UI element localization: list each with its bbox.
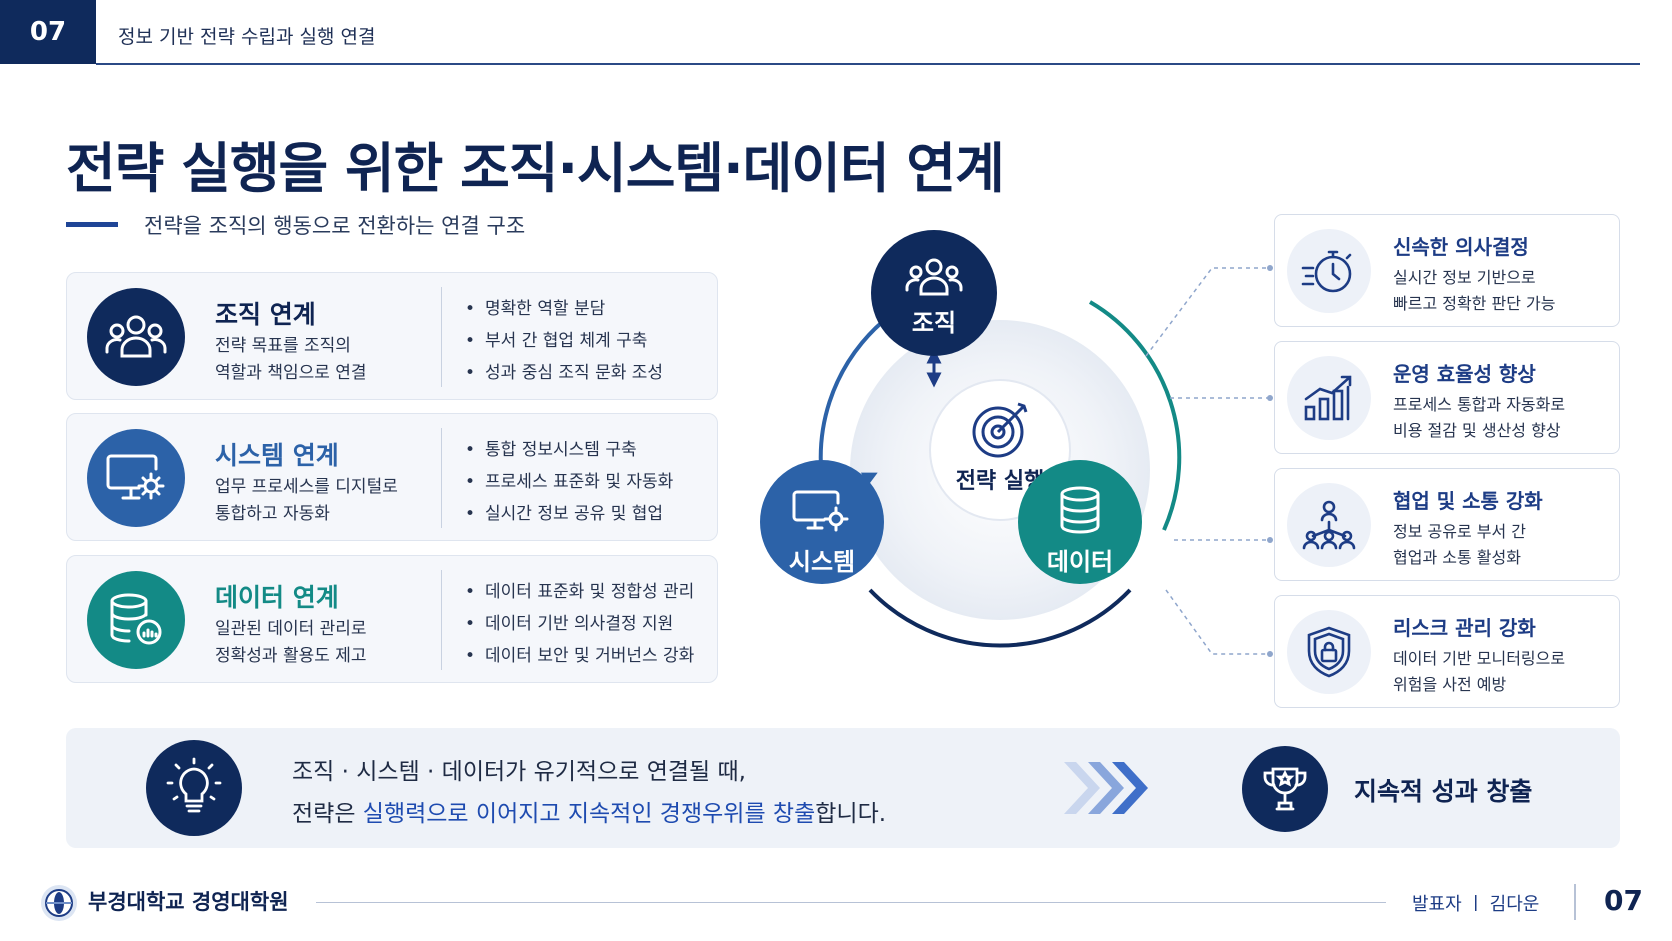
linkage-diagram: 전략 실행 조직 시스템 bbox=[760, 230, 1260, 670]
benefit-title: 운영 효율성 향상 bbox=[1393, 362, 1536, 386]
monitor-gear-icon bbox=[87, 429, 185, 527]
linkage-description: 일관된 데이터 관리로 정확성과 활용도 제고 bbox=[215, 619, 367, 666]
bullet-item: 프로세스 표준화 및 자동화 bbox=[465, 466, 673, 498]
section-title: 정보 기반 전략 수립과 실행 연결 bbox=[118, 26, 376, 48]
linkage-description: 업무 프로세스를 디지털로 통합하고 자동화 bbox=[215, 477, 398, 524]
footer-divider bbox=[316, 902, 1386, 903]
bullet-item: 데이터 기반 의사결정 지원 bbox=[465, 608, 694, 640]
result-label: 지속적 성과 창출 bbox=[1354, 777, 1533, 806]
benefit-title: 신속한 의사결정 bbox=[1393, 235, 1529, 259]
footer-separator bbox=[1574, 884, 1576, 920]
shield-lock-icon bbox=[1287, 610, 1371, 694]
chevron-right-icon bbox=[1062, 760, 1152, 820]
benefit-description: 실시간 정보 기반으로 빠르고 정확한 판단 가능 bbox=[1393, 268, 1556, 313]
target-icon bbox=[972, 402, 1028, 458]
linkage-title: 조직 연계 bbox=[215, 300, 316, 329]
growth-chart-icon bbox=[1287, 356, 1371, 440]
page-subtitle: 전략을 조직의 행동으로 전환하는 연결 구조 bbox=[144, 214, 526, 238]
node-system: 시스템 bbox=[760, 460, 884, 584]
card-divider bbox=[441, 570, 442, 670]
university-name: 부경대학교 경영대학원 bbox=[88, 890, 289, 914]
benefit-title: 협업 및 소통 강화 bbox=[1393, 489, 1543, 513]
benefit-description: 정보 공유로 부서 간 협업과 소통 활성화 bbox=[1393, 522, 1527, 567]
database-icon bbox=[87, 571, 185, 669]
card-divider bbox=[441, 287, 442, 387]
benefit-card-efficiency: 운영 효율성 향상 프로세스 통합과 자동화로 비용 절감 및 생산성 향상 bbox=[1274, 341, 1620, 454]
bullet-item: 부서 간 협업 체계 구축 bbox=[465, 325, 663, 357]
bullet-item: 데이터 보안 및 거버넌스 강화 bbox=[465, 640, 694, 672]
bullet-item: 성과 중심 조직 문화 조성 bbox=[465, 357, 663, 389]
benefit-description: 프로세스 통합과 자동화로 비용 절감 및 생산성 향상 bbox=[1393, 395, 1566, 440]
linkage-card-data: 데이터 연계 일관된 데이터 관리로 정확성과 활용도 제고 데이터 표준화 및… bbox=[66, 555, 718, 683]
benefit-description: 데이터 기반 모니터링으로 위험을 사전 예방 bbox=[1393, 649, 1566, 694]
page-title: 전략 실행을 위한 조직·시스템·데이터 연계 bbox=[66, 137, 1005, 200]
node-data: 데이터 bbox=[1018, 460, 1142, 584]
database-icon bbox=[1060, 486, 1100, 534]
bullet-item: 명확한 역할 분담 bbox=[465, 293, 663, 325]
summary-banner: 조직 · 시스템 · 데이터가 유기적으로 연결될 때, 전략은 실행력으로 이… bbox=[66, 728, 1620, 848]
callout-lines bbox=[1145, 265, 1273, 657]
linkage-card-organization: 조직 연계 전략 목표를 조직의 역할과 책임으로 연결 명확한 역할 분담 부… bbox=[66, 272, 718, 400]
linkage-bullets: 데이터 표준화 및 정합성 관리 데이터 기반 의사결정 지원 데이터 보안 및… bbox=[465, 576, 694, 672]
node-label: 조직 bbox=[912, 309, 956, 337]
section-number: 07 bbox=[0, 0, 96, 64]
monitor-gear-icon bbox=[792, 490, 849, 532]
benefit-title: 리스크 관리 강화 bbox=[1393, 616, 1536, 640]
stopwatch-icon bbox=[1287, 229, 1371, 313]
network-people-icon bbox=[1287, 483, 1371, 567]
node-label: 데이터 bbox=[1047, 548, 1113, 576]
linkage-bullets: 명확한 역할 분담 부서 간 협업 체계 구축 성과 중심 조직 문화 조성 bbox=[465, 293, 663, 389]
bullet-item: 실시간 정보 공유 및 협업 bbox=[465, 498, 673, 530]
node-organization: 조직 bbox=[871, 230, 997, 356]
bullet-item: 데이터 표준화 및 정합성 관리 bbox=[465, 576, 694, 608]
benefit-card-collaboration: 협업 및 소통 강화 정보 공유로 부서 간 협업과 소통 활성화 bbox=[1274, 468, 1620, 581]
benefit-card-decision: 신속한 의사결정 실시간 정보 기반으로 빠르고 정확한 판단 가능 bbox=[1274, 214, 1620, 327]
trophy-icon bbox=[1242, 746, 1328, 832]
people-icon bbox=[905, 258, 963, 296]
presenter-label: 발표자 ㅣ 김다운 bbox=[1412, 894, 1540, 915]
university-logo bbox=[40, 884, 78, 922]
people-icon bbox=[87, 288, 185, 386]
linkage-description: 전략 목표를 조직의 역할과 책임으로 연결 bbox=[215, 336, 367, 383]
ring-arc-right bbox=[1088, 300, 1182, 531]
lightbulb-icon bbox=[146, 740, 242, 836]
card-divider bbox=[441, 428, 442, 528]
benefit-card-risk: 리스크 관리 강화 데이터 기반 모니터링으로 위험을 사전 예방 bbox=[1274, 595, 1620, 708]
summary-line-2: 전략은 실행력으로 이어지고 지속적인 경쟁우위를 창출합니다. bbox=[292, 801, 887, 827]
header-divider bbox=[96, 63, 1640, 65]
summary-line-1: 조직 · 시스템 · 데이터가 유기적으로 연결될 때, bbox=[292, 759, 746, 785]
subtitle-accent-bar bbox=[66, 222, 118, 227]
node-label: 시스템 bbox=[789, 548, 855, 576]
page-number: 07 bbox=[1604, 884, 1643, 917]
bullet-item: 통합 정보시스템 구축 bbox=[465, 434, 673, 466]
linkage-bullets: 통합 정보시스템 구축 프로세스 표준화 및 자동화 실시간 정보 공유 및 협… bbox=[465, 434, 673, 530]
summary-highlight: 실행력으로 이어지고 지속적인 경쟁우위를 창출 bbox=[362, 801, 816, 827]
linkage-title: 데이터 연계 bbox=[215, 583, 339, 612]
linkage-card-system: 시스템 연계 업무 프로세스를 디지털로 통합하고 자동화 통합 정보시스템 구… bbox=[66, 413, 718, 541]
linkage-title: 시스템 연계 bbox=[215, 441, 339, 470]
ring-arc-bottom bbox=[868, 588, 1132, 648]
